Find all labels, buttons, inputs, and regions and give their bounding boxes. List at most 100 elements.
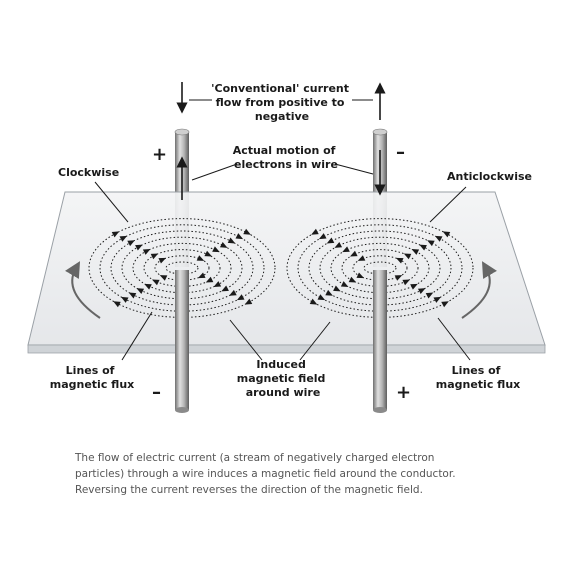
right-field-arrowhead <box>340 281 349 287</box>
left-field-arrowhead <box>205 276 214 283</box>
left-field-arrowhead <box>142 249 151 255</box>
left-field-arrowhead <box>243 228 251 235</box>
left-field-arrowhead <box>236 294 245 301</box>
left-field-arrowhead <box>113 301 121 308</box>
left-field-ring <box>154 255 210 281</box>
right-field-arrowhead <box>433 296 442 303</box>
right-field-arrowhead <box>425 292 434 299</box>
left-field-arrowhead <box>119 235 128 242</box>
induced-leader-right <box>299 321 331 361</box>
left-field-arrowhead <box>244 298 253 305</box>
flux-left-label: Lines of magnetic flux <box>50 364 135 391</box>
left-field-arrowhead <box>151 279 160 286</box>
conventional-label: 'Conventional' current flow from positiv… <box>211 82 353 123</box>
flux-left-line-2: magnetic flux <box>50 378 135 391</box>
right-bottom-sign: + <box>396 382 411 403</box>
left-field-arrowhead <box>144 283 152 290</box>
conventional-line-2: flow from positive to <box>216 96 345 109</box>
right-field-arrowhead <box>441 301 449 308</box>
right-field-arrowhead <box>342 246 350 253</box>
right-field-arrowhead <box>357 255 366 261</box>
left-field-arrowhead <box>196 255 205 261</box>
induced-line-2: magnetic field <box>237 372 326 385</box>
right-field-arrowhead <box>333 285 341 292</box>
flux-right-leader <box>437 317 471 361</box>
right-field-arrowhead <box>311 228 319 235</box>
left-field-arrowhead <box>212 246 220 253</box>
actual-line-1: Actual motion of <box>233 144 336 157</box>
caption: The flow of electric current (a stream o… <box>75 450 545 498</box>
conventional-line-1: 'Conventional' current <box>211 82 349 95</box>
right-field-arrowhead <box>410 283 418 290</box>
right-field-arrowhead <box>417 288 426 295</box>
left-field-arrowhead <box>235 233 244 240</box>
left-field-ring <box>110 230 254 306</box>
left-top-sign: + <box>152 144 167 165</box>
induced-field-label: Induced magnetic field around wire <box>237 358 330 399</box>
right-field-ring <box>308 230 452 306</box>
flux-right-line-2: magnetic flux <box>436 378 521 391</box>
right-field-arrowhead <box>411 249 420 255</box>
anticlockwise-leader <box>429 186 467 223</box>
left-field-arrowhead <box>204 250 213 257</box>
right-field-arrowhead <box>334 241 343 248</box>
right-field-arrowhead <box>394 275 403 281</box>
left-field-arrowhead <box>158 257 167 264</box>
flux-right-label: Lines of magnetic flux <box>436 364 521 391</box>
left-field-ring <box>121 236 243 300</box>
left-field-arrowhead <box>136 288 145 295</box>
right-field-arrowhead <box>309 298 318 305</box>
flux-left-line-1: Lines of <box>66 364 115 377</box>
left-field-arrowhead <box>127 240 135 247</box>
right-field-arrowhead <box>427 240 435 247</box>
clockwise-label: Clockwise <box>58 166 119 179</box>
clockwise-leader <box>94 181 129 223</box>
right-field-ring <box>286 218 474 318</box>
caption-line-3: Reversing the current reverses the direc… <box>75 484 423 496</box>
right-field-ring <box>319 236 441 300</box>
left-field-arrowhead <box>229 289 237 296</box>
left-field-arrowhead <box>159 275 168 281</box>
left-rod-bottom <box>175 270 189 410</box>
left-field-arrowhead <box>135 244 143 251</box>
left-rotation-arrow <box>65 261 101 319</box>
left-field-ring <box>165 261 199 275</box>
right-field-arrowhead <box>348 276 357 283</box>
caption-line-2: particles) through a wire induces a magn… <box>75 468 456 480</box>
left-field-arrowhead <box>213 281 222 287</box>
induced-line-1: Induced <box>256 358 305 371</box>
actual-line-2: electrons in wire <box>234 158 338 171</box>
left-rod-cap <box>174 128 190 136</box>
left-field-arrowhead <box>111 231 120 238</box>
glass-plate-edge <box>27 344 546 354</box>
actual-leader-left <box>191 163 238 181</box>
right-field-arrowhead <box>356 272 365 279</box>
actual-motion-label: Actual motion of electrons in wire <box>233 144 340 171</box>
left-rod-base <box>175 407 189 413</box>
left-field-arrowhead <box>150 253 159 260</box>
right-field-arrowhead <box>442 231 451 238</box>
left-field-ring <box>88 218 276 318</box>
right-field-ring <box>352 255 408 281</box>
conventional-line-3: negative <box>255 110 309 123</box>
left-field-arrowhead <box>219 241 228 248</box>
right-rod-bottom <box>373 270 387 410</box>
glass-plate <box>27 191 546 346</box>
right-field-arrowhead <box>419 244 427 251</box>
right-field-arrowhead <box>325 289 333 296</box>
right-top-sign: – <box>396 142 405 163</box>
anticlockwise-label: Anticlockwise <box>447 170 532 183</box>
right-field-arrowhead <box>317 294 326 301</box>
left-field-arrowhead <box>128 292 137 299</box>
right-rod-base <box>373 407 387 413</box>
right-field-arrowhead <box>395 257 404 264</box>
actual-leader-right <box>334 163 374 175</box>
right-field-arrowhead <box>403 253 412 260</box>
right-field-arrowhead <box>434 235 443 242</box>
left-bottom-sign: – <box>152 382 161 403</box>
right-field-arrowhead <box>326 237 335 244</box>
left-field-arrowhead <box>221 285 229 292</box>
right-field-arrowhead <box>402 279 411 286</box>
right-field-arrowhead <box>318 233 327 240</box>
right-field-ring <box>363 261 397 275</box>
